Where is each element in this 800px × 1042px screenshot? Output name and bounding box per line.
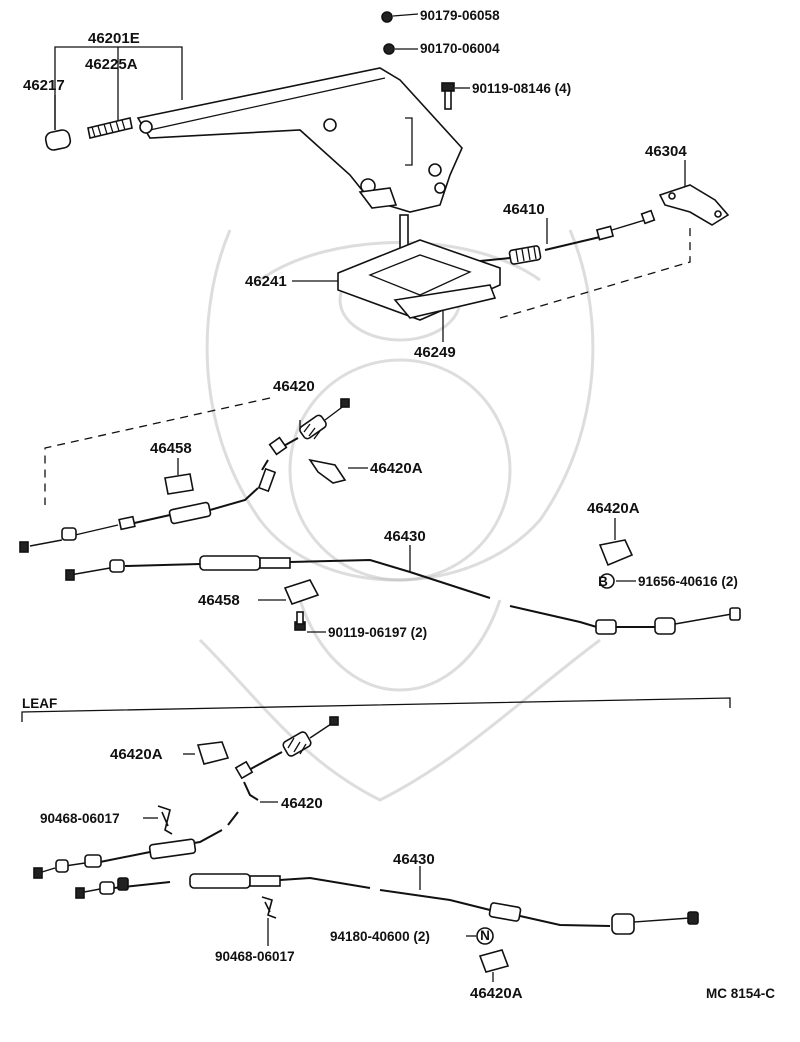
guide-line-top bbox=[499, 225, 691, 319]
bracket-46420A-b bbox=[598, 518, 636, 589]
label-46201E: 46201E bbox=[88, 30, 140, 47]
bracket-46420A-d bbox=[478, 949, 510, 982]
label-46304: 46304 bbox=[645, 143, 687, 160]
label-46420A-a: 46420A bbox=[370, 460, 423, 477]
grip-cap-46217 bbox=[44, 95, 72, 151]
label-46420A-b: 46420A bbox=[587, 500, 640, 517]
bolt-90119-top bbox=[441, 82, 470, 110]
bracket-46420A-a bbox=[308, 458, 368, 484]
label-46241: 46241 bbox=[245, 273, 287, 290]
spring-46225A bbox=[87, 80, 133, 139]
clip-46458-b bbox=[258, 579, 320, 605]
label-leaf: LEAF bbox=[22, 696, 57, 711]
cable-46430-bottom bbox=[75, 866, 699, 935]
watermark-emblem bbox=[198, 229, 601, 802]
cable-46420-top bbox=[19, 398, 350, 553]
seal-46249 bbox=[393, 284, 497, 342]
label-46420A-d: 46420A bbox=[470, 985, 523, 1002]
nut-90170 bbox=[383, 43, 418, 55]
label-90468-06017-a: 90468-06017 bbox=[40, 811, 120, 826]
bolt-90119-mid bbox=[294, 611, 326, 633]
nut-90179 bbox=[381, 11, 419, 23]
clip-90468-a bbox=[143, 805, 173, 835]
clip-46458-a bbox=[164, 458, 194, 495]
label-94180-40600: 94180-40600 (2) bbox=[330, 929, 430, 944]
label-46458-a: 46458 bbox=[150, 440, 192, 457]
label-90119-06197: 90119-06197 (2) bbox=[328, 625, 427, 640]
label-90179-06058: 90179-06058 bbox=[420, 8, 500, 23]
label-46430-bottom: 46430 bbox=[393, 851, 435, 868]
label-46217: 46217 bbox=[23, 77, 65, 94]
cable-46420-bottom bbox=[33, 716, 339, 879]
marker-B-label: B bbox=[598, 574, 608, 589]
label-91656-40616: 91656-40616 (2) bbox=[638, 574, 738, 589]
marker-N-label: N bbox=[480, 928, 490, 943]
label-46225A: 46225A bbox=[85, 56, 138, 73]
label-90468-06017-b: 90468-06017 bbox=[215, 949, 295, 964]
leaf-divider bbox=[21, 697, 731, 722]
bracket-46420A-c bbox=[183, 741, 230, 765]
cable-46430-top bbox=[65, 545, 741, 635]
label-46249: 46249 bbox=[414, 344, 456, 361]
label-46420A-c: 46420A bbox=[110, 746, 163, 763]
marker-N bbox=[466, 927, 494, 945]
label-90170-06004: 90170-06004 bbox=[420, 41, 500, 56]
retainer-46304 bbox=[658, 160, 730, 226]
label-46458-b: 46458 bbox=[198, 592, 240, 609]
label-reference-code: MC 8154-C bbox=[706, 986, 775, 1001]
label-46430-top: 46430 bbox=[384, 528, 426, 545]
guide-line-mid bbox=[44, 397, 271, 505]
label-46410: 46410 bbox=[503, 201, 545, 218]
label-46420-top: 46420 bbox=[273, 378, 315, 395]
label-90119-08146: 90119-08146 (4) bbox=[472, 81, 571, 96]
clip-90468-b bbox=[261, 896, 277, 946]
parking-brake-lever bbox=[136, 67, 463, 213]
label-46420-bottom: 46420 bbox=[281, 795, 323, 812]
